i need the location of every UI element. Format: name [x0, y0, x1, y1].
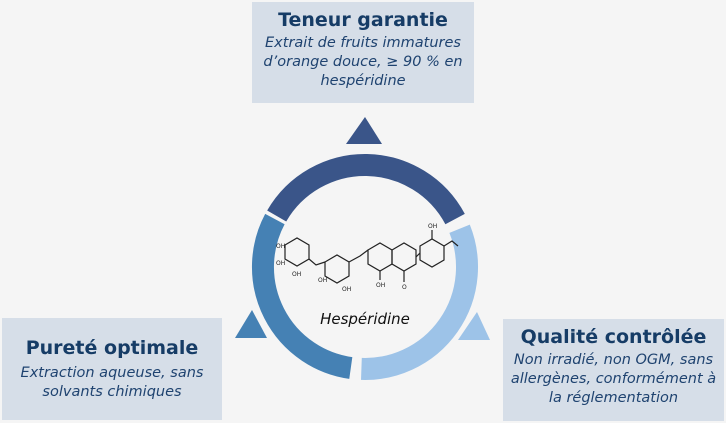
left-triangle-icon [235, 310, 267, 338]
o-label: O [402, 284, 407, 291]
box-title: Teneur garantie [278, 9, 448, 31]
right-arc-arrow [361, 224, 478, 380]
box-description: Extrait de fruits immatures d’orange dou… [263, 35, 463, 89]
top-arc-arrow [267, 154, 465, 225]
box-title: Pureté optimale [25, 337, 199, 359]
oh-label: OH [376, 282, 385, 289]
feature-box-teneur: Teneur garantie Extrait de fruits immatu… [252, 2, 474, 103]
right-triangle-icon [458, 312, 490, 340]
top-triangle-icon [346, 117, 382, 144]
oh-label: OH [318, 277, 327, 284]
box-description: Non irradié, non OGM, sans allergènes, c… [510, 352, 717, 406]
molecule-caption: Hespéridine [320, 310, 410, 328]
hesperidin-molecule-icon [284, 230, 459, 284]
box-description: Extraction aqueuse, sans solvants chimiq… [20, 365, 204, 400]
oh-label: OH [428, 223, 437, 230]
oh-label: OH [292, 271, 301, 278]
oh-label: OH [276, 243, 285, 250]
oh-label: OH [276, 260, 285, 267]
box-title: Qualité contrôlée [520, 326, 707, 348]
oh-label: OH [342, 286, 351, 293]
feature-box-qualite: Qualité contrôlée Non irradié, non OGM, … [503, 319, 724, 421]
feature-box-purete: Pureté optimale Extraction aqueuse, sans… [2, 318, 222, 420]
left-arc-arrow [251, 213, 353, 379]
